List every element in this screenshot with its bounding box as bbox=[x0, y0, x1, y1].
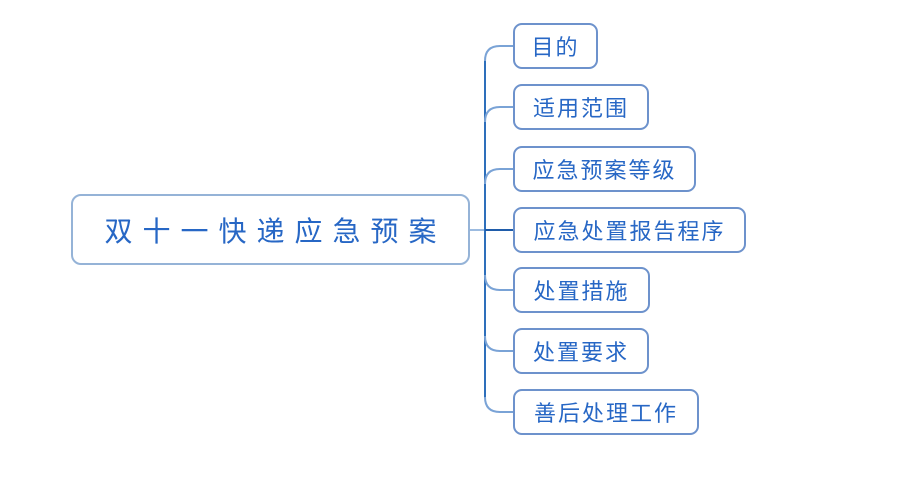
branch-node-handling-measures[interactable]: 处置措施 bbox=[513, 267, 650, 313]
connector-branch-2 bbox=[484, 106, 513, 123]
branch-node-aftermath-work[interactable]: 善后处理工作 bbox=[513, 389, 699, 435]
connector-branch-7 bbox=[484, 396, 513, 413]
branch-node-handling-requirements[interactable]: 处置要求 bbox=[513, 328, 649, 374]
connector-branch-3 bbox=[484, 168, 513, 185]
branch-node-plan-levels[interactable]: 应急预案等级 bbox=[513, 146, 696, 192]
connector-branch-6 bbox=[484, 335, 513, 352]
branch-node-purpose[interactable]: 目的 bbox=[513, 23, 598, 69]
connector-branch-5 bbox=[484, 274, 513, 291]
connector-branch-1 bbox=[484, 45, 513, 62]
branch-node-report-procedure[interactable]: 应急处置报告程序 bbox=[513, 207, 746, 253]
root-node[interactable]: 双十一快递应急预案 bbox=[71, 194, 470, 265]
branch-node-scope[interactable]: 适用范围 bbox=[513, 84, 649, 130]
